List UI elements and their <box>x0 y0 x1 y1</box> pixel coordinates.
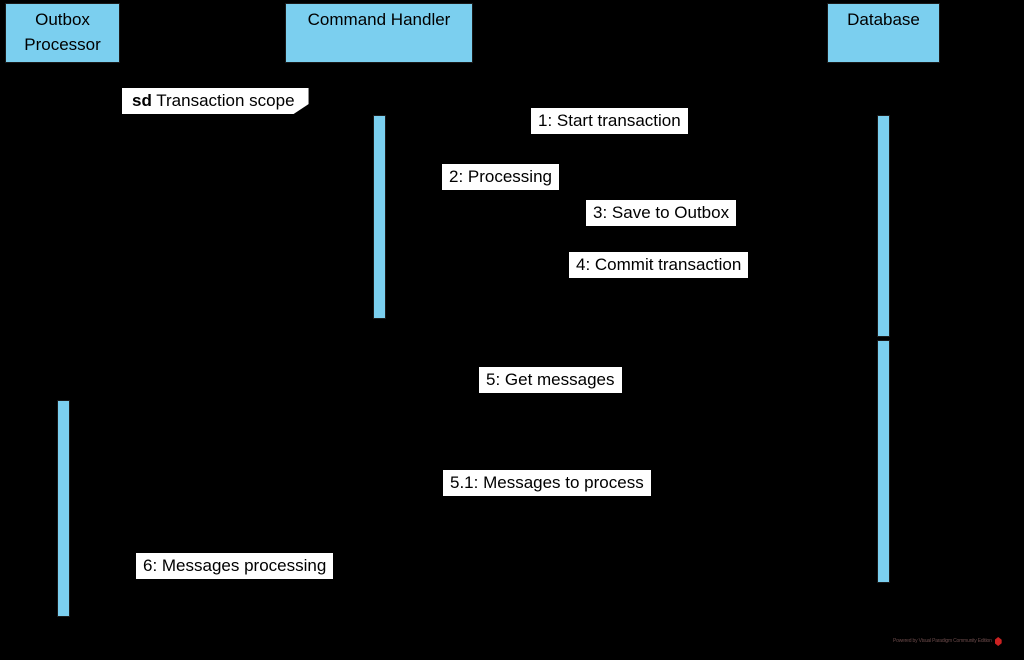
message-line-1 <box>386 134 877 135</box>
fragment-label-transaction-scope: sd Transaction scope <box>122 88 309 114</box>
participant-command-handler[interactable]: Command Handler <box>285 3 473 63</box>
message-line-6a <box>70 570 110 571</box>
message-label-4: 4: Commit transaction <box>569 252 749 278</box>
message-label-5-1: 5.1: Messages to process <box>443 470 651 496</box>
message-arrowhead-4 <box>868 286 877 296</box>
message-line-5 <box>70 400 877 401</box>
message-line-6b <box>109 570 110 584</box>
message-line-4 <box>386 290 877 291</box>
activation-database-upper <box>877 115 890 337</box>
message-arrowhead-6 <box>70 580 79 590</box>
message-label-2: 2: Processing <box>442 164 559 190</box>
message-line-2a <box>386 185 426 186</box>
message-line-2b <box>425 185 426 199</box>
message-line-2c <box>386 199 426 200</box>
message-line-6c <box>70 584 110 585</box>
message-arrowhead-3 <box>868 234 877 244</box>
activation-database-lower <box>877 340 890 583</box>
lifeline-command-handler <box>379 63 380 660</box>
activation-outbox-processor <box>57 400 70 617</box>
message-label-1: 1: Start transaction <box>531 108 688 134</box>
message-arrowhead-2 <box>386 195 395 205</box>
message-label-6: 6: Messages processing <box>136 553 334 579</box>
participant-database[interactable]: Database <box>827 3 940 63</box>
participant-outbox-processor[interactable]: Outbox Processor <box>5 3 120 63</box>
message-label-5: 5: Get messages <box>479 367 622 393</box>
watermark-text: Powered by Visual Paradigm Community Edi… <box>893 638 992 644</box>
watermark-logo-icon <box>994 637 1002 646</box>
fragment-keyword: sd <box>132 91 152 110</box>
fragment-frame-transaction-scope <box>122 88 902 323</box>
message-arrowhead-1 <box>868 130 877 140</box>
activation-database-separator <box>877 337 890 339</box>
message-label-3: 3: Save to Outbox <box>586 200 737 226</box>
activation-command-handler <box>373 115 386 319</box>
message-arrowhead-5 <box>868 396 877 406</box>
message-line-5-1 <box>70 504 877 505</box>
message-arrowhead-5-1 <box>70 500 79 510</box>
message-line-3 <box>386 238 877 239</box>
watermark: Powered by Visual Paradigm Community Edi… <box>893 637 1002 646</box>
lifeline-outbox-processor <box>63 63 64 660</box>
fragment-name: Transaction scope <box>156 91 295 110</box>
